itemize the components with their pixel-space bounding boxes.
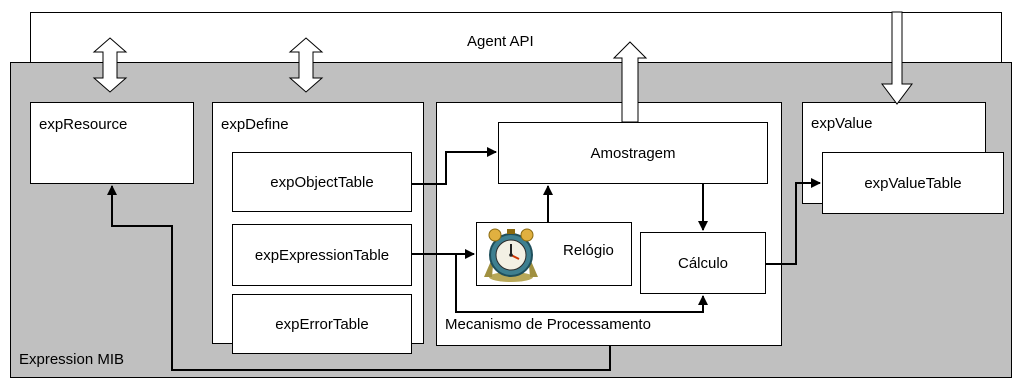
object-to-sampling-line bbox=[412, 147, 497, 185]
api-to-value-arrow bbox=[881, 11, 913, 105]
agent-api-band: Agent API bbox=[30, 12, 1002, 68]
expression-mib-label: Expression MIB bbox=[19, 351, 125, 368]
expression-to-calc-line bbox=[412, 253, 708, 313]
sampling-box: Amostragem bbox=[498, 122, 768, 184]
exp-define-label: expDefine bbox=[221, 116, 289, 133]
processing-to-resource-line bbox=[107, 185, 611, 371]
exp-resource-box: expResource bbox=[30, 102, 194, 184]
calc-to-valuetable-line bbox=[766, 178, 821, 265]
agent-api-label: Agent API bbox=[467, 33, 534, 50]
clock-label: Relógio bbox=[563, 242, 614, 259]
exp-object-table-box: expObjectTable bbox=[232, 152, 412, 212]
processing-to-api-arrow bbox=[612, 41, 648, 123]
clock-box: Relógio bbox=[476, 222, 632, 286]
clock-icon bbox=[484, 228, 538, 282]
api-resource-double-arrow bbox=[92, 37, 128, 93]
exp-value-label: expValue bbox=[811, 115, 873, 132]
exp-expression-table-box: expExpressionTable bbox=[232, 224, 412, 286]
exp-value-table-box: expValueTable bbox=[822, 152, 1004, 214]
calculation-box: Cálculo bbox=[640, 232, 766, 294]
exp-error-table-box: expErrorTable bbox=[232, 294, 412, 354]
api-define-double-arrow bbox=[288, 37, 324, 93]
exp-resource-label: expResource bbox=[39, 116, 128, 133]
processing-mechanism-label: Mecanismo de Processamento bbox=[445, 316, 651, 333]
